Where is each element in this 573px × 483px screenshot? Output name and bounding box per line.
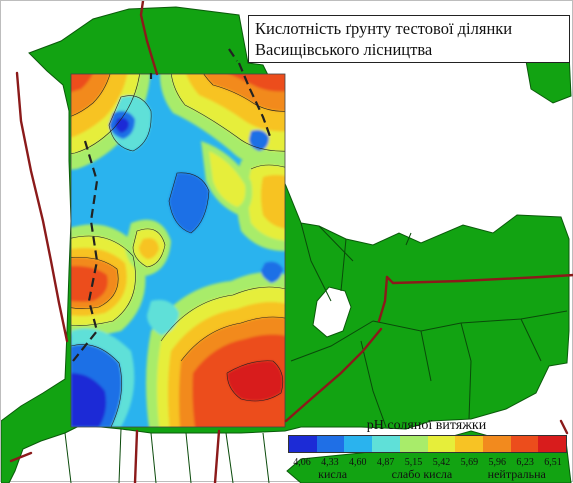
legend-swatch [427, 436, 456, 452]
road-south-2 [213, 429, 221, 483]
road-east-short [559, 419, 569, 435]
forestry-boundary [72, 48, 273, 362]
legend-tick-label: 4,33 [321, 457, 339, 468]
legend-tick-label: 4,60 [349, 457, 367, 468]
road-west [15, 71, 69, 343]
legend-tick-label: 5,69 [460, 457, 479, 468]
road-southwest [9, 451, 33, 463]
legend-class-label: слабо кисла [391, 467, 453, 481]
legend-tick-label: 6,23 [516, 457, 534, 468]
legend-tick-label: 4,87 [376, 457, 395, 468]
map-title-line-2: Васищівського лісництва [255, 40, 433, 59]
road-south-1 [133, 429, 139, 483]
road-diagonal [284, 327, 383, 423]
legend-swatch [538, 436, 567, 452]
road-east [385, 273, 573, 285]
legend-title: pH соляної витяжки [366, 418, 487, 433]
map-title-line-1: Кислотність ґрунту тестової ділянки [255, 19, 513, 38]
legend-class-label: кисла [318, 467, 348, 481]
legend-swatch [344, 436, 373, 452]
legend-tick-label: 4,06 [293, 457, 311, 468]
compartment-lines [64, 222, 568, 483]
ph-contour-raster [71, 74, 285, 427]
clearing [312, 286, 352, 338]
legend-swatch [482, 436, 511, 452]
legend-swatch [510, 436, 539, 452]
contour-lines [71, 74, 285, 427]
legend-tick-labels: 4,06 4,33 4,60 4,87 5,15 5,42 5,69 5,96 6,23 6,51 [288, 457, 567, 469]
legend-tick-label: 5,42 [432, 457, 451, 468]
road-north [139, 1, 159, 76]
legend-swatch [399, 436, 428, 452]
legend-swatch [316, 436, 345, 452]
legend-swatch [455, 436, 483, 452]
legend-tick-label: 5,96 [488, 457, 506, 468]
legend-class-labels: кисла слабо кисла нейтральна [288, 468, 567, 482]
legend-tick-label: 6,51 [544, 457, 562, 468]
legend-color-bar [288, 435, 567, 453]
legend-swatch [372, 436, 400, 452]
legend-tick-label: 5,15 [404, 457, 423, 468]
legend-swatch [289, 436, 317, 452]
legend-class-label: нейтральна [487, 467, 546, 481]
map-title-box: Кислотність ґрунту тестової ділянки Васи… [248, 15, 570, 63]
road-east-branch [377, 275, 389, 323]
roads [9, 1, 573, 483]
